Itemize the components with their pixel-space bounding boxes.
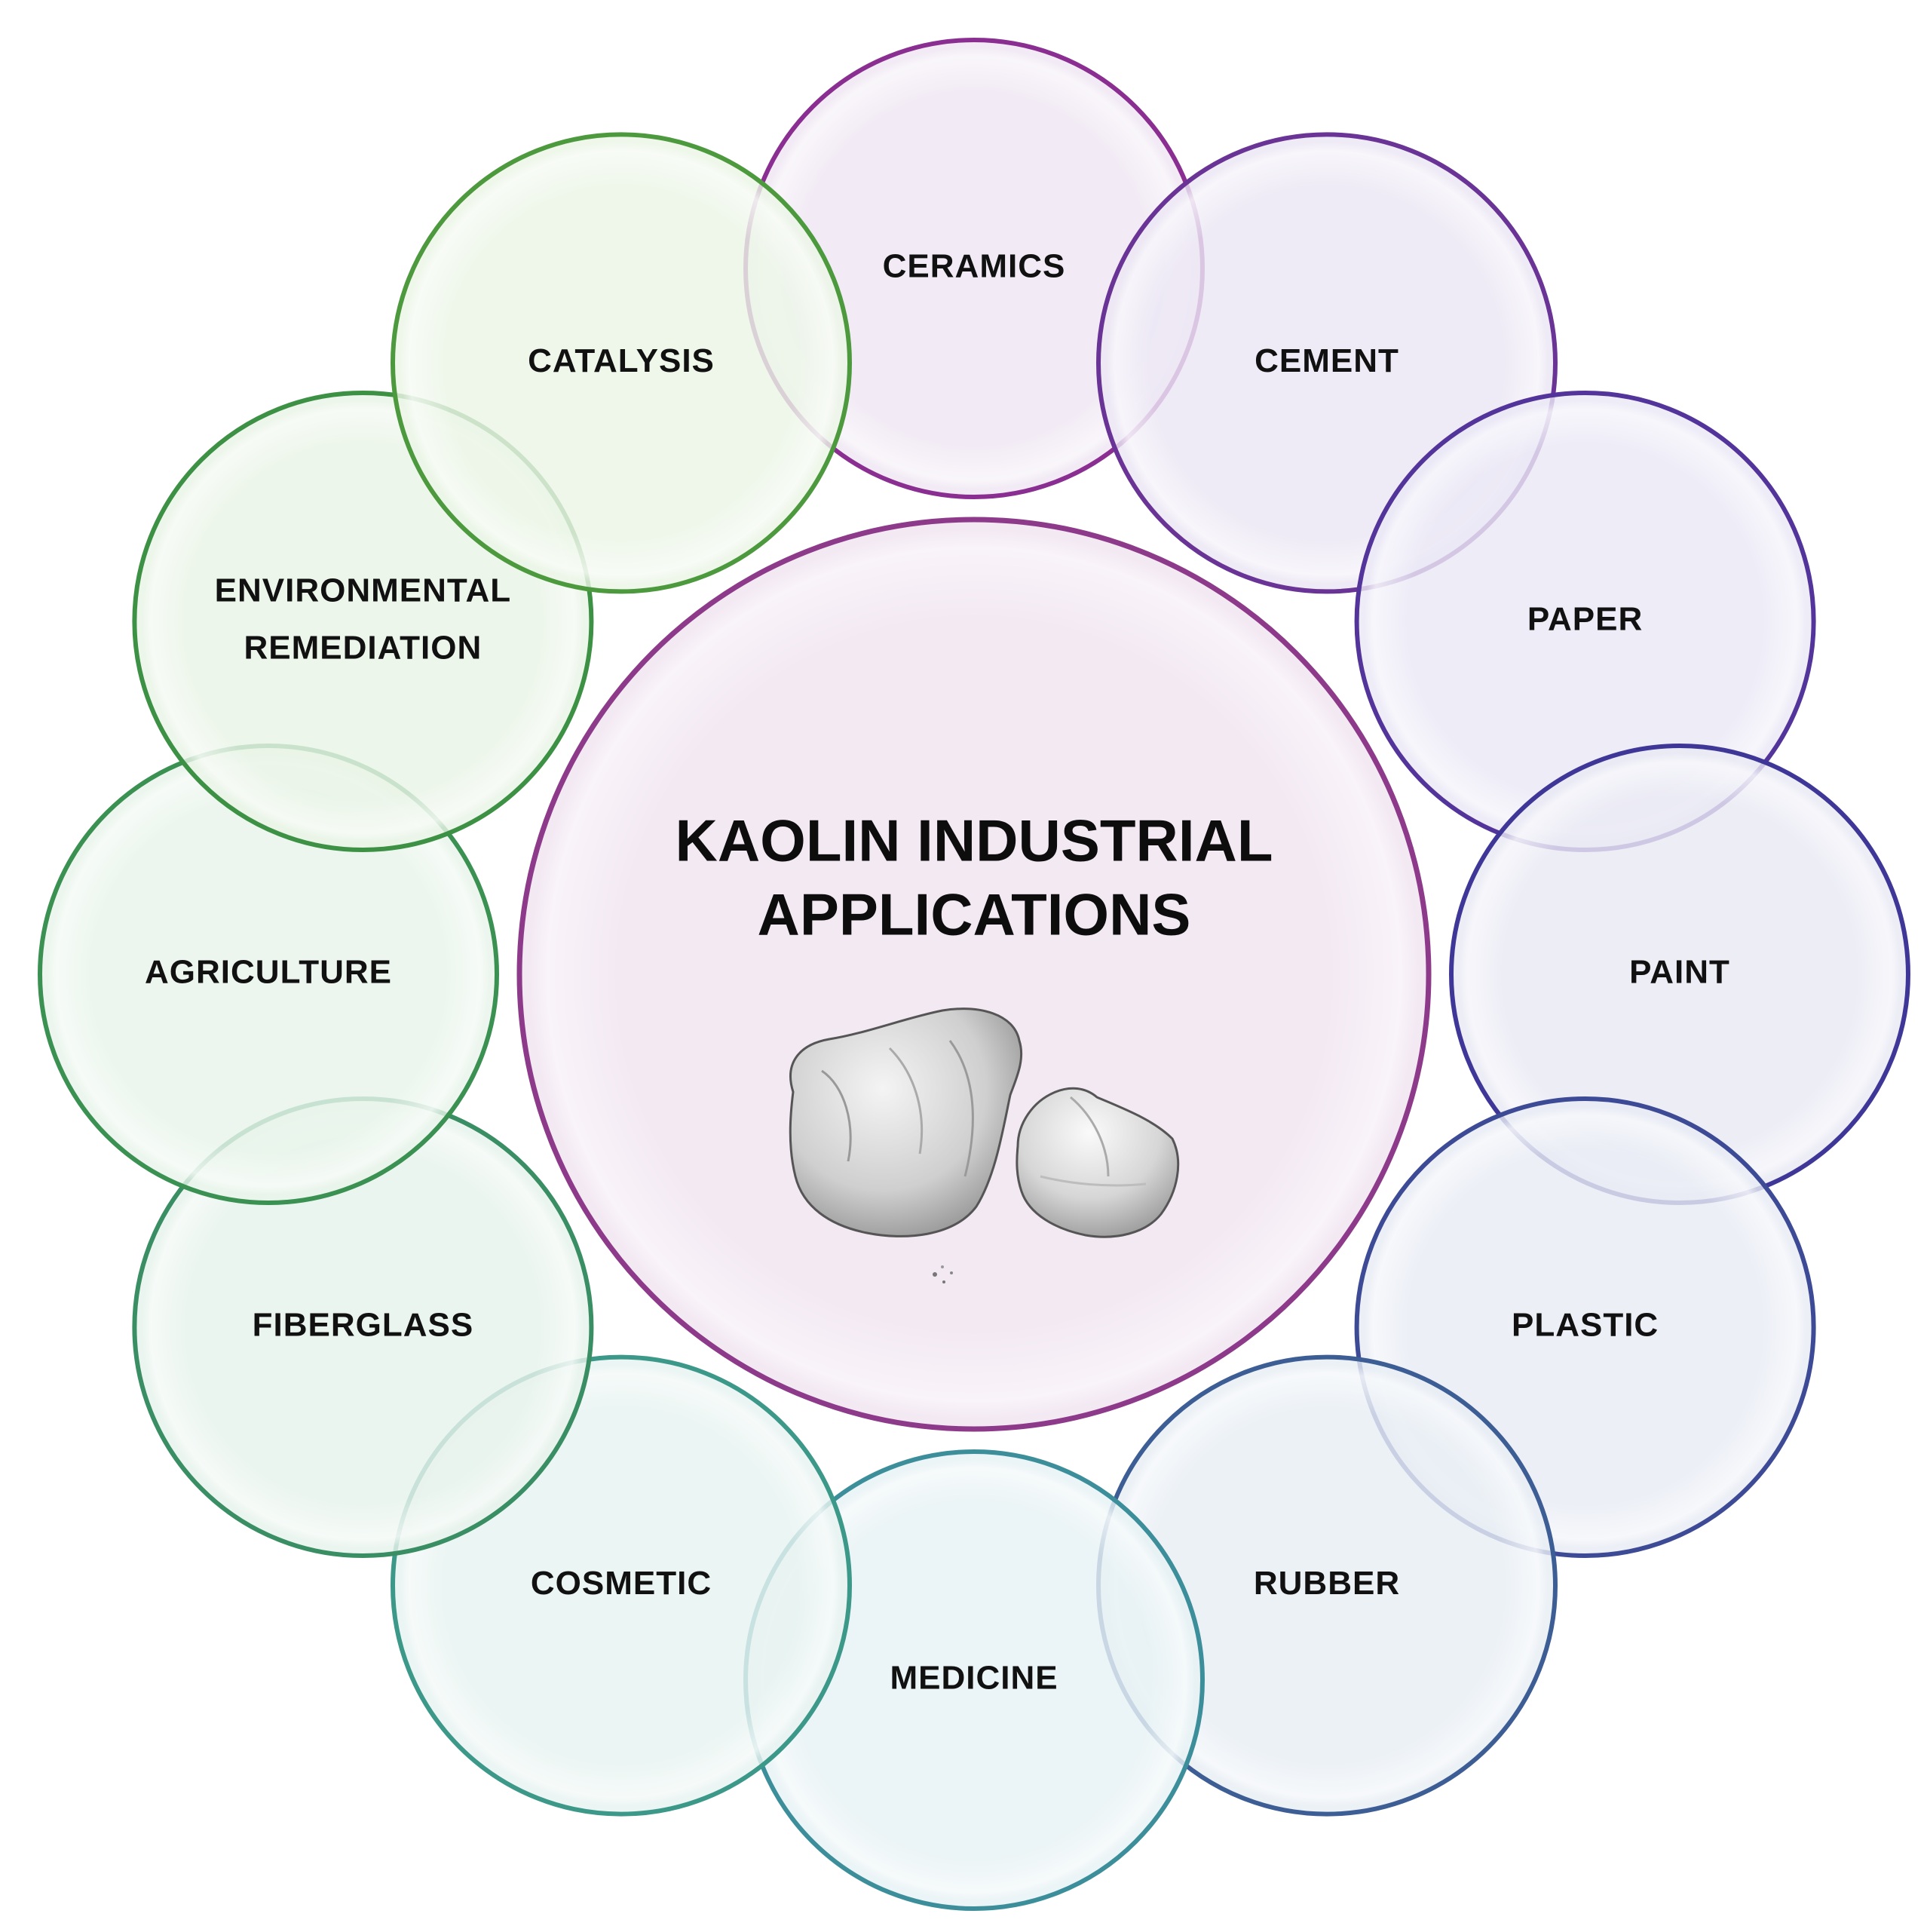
application-label: CATALYSIS [528, 342, 715, 379]
application-circle-gloss [753, 1459, 1195, 1901]
application-label: COSMETIC [531, 1565, 712, 1602]
application-label: MEDICINE [890, 1660, 1058, 1697]
application-catalysis: CATALYSIS [391, 132, 852, 594]
application-agriculture: AGRICULTURE [38, 744, 499, 1205]
application-circle-gloss [1106, 1364, 1548, 1807]
application-rubber: RUBBER [1096, 1354, 1558, 1817]
application-label: ENVIRONMENTAL [215, 572, 512, 609]
application-medicine: MEDICINE [743, 1449, 1205, 1911]
application-label: PAINT [1629, 954, 1730, 991]
application-label: RUBBER [1254, 1565, 1400, 1602]
center-hub: KAOLIN INDUSTRIAL APPLICATIONS [516, 517, 1432, 1432]
center-title-line1: KAOLIN INDUSTRIAL [676, 808, 1273, 874]
application-label: FIBERGLASS [253, 1307, 474, 1344]
application-paint: PAINT [1449, 744, 1910, 1205]
application-label: PAPER [1527, 601, 1643, 638]
application-label: AGRICULTURE [145, 954, 392, 991]
application-circle-gloss [753, 48, 1195, 489]
application-paper: PAPER [1354, 391, 1816, 852]
application-circle-gloss [400, 142, 842, 584]
application-label: CERAMICS [883, 248, 1066, 285]
application-circle-gloss [142, 1106, 584, 1548]
application-label: REMEDIATION [244, 630, 483, 667]
kaolin-rock-illustration [789, 1007, 1180, 1283]
application-circle-gloss [1364, 400, 1806, 842]
center-circle-gloss [529, 529, 1419, 1419]
application-circle-gloss [1459, 753, 1901, 1195]
application-label: CEMENT [1255, 342, 1399, 379]
application-ceramics: CERAMICS [743, 38, 1205, 499]
application-label: PLASTIC [1512, 1307, 1659, 1344]
center-title-line2: APPLICATIONS [758, 882, 1191, 948]
application-fiberglass: FIBERGLASS [132, 1096, 594, 1558]
application-circles: CERAMICS CEMENT PAPER PAINT PLASTIC RUBBER MED… [38, 38, 1910, 1911]
application-circle-gloss [47, 753, 489, 1195]
